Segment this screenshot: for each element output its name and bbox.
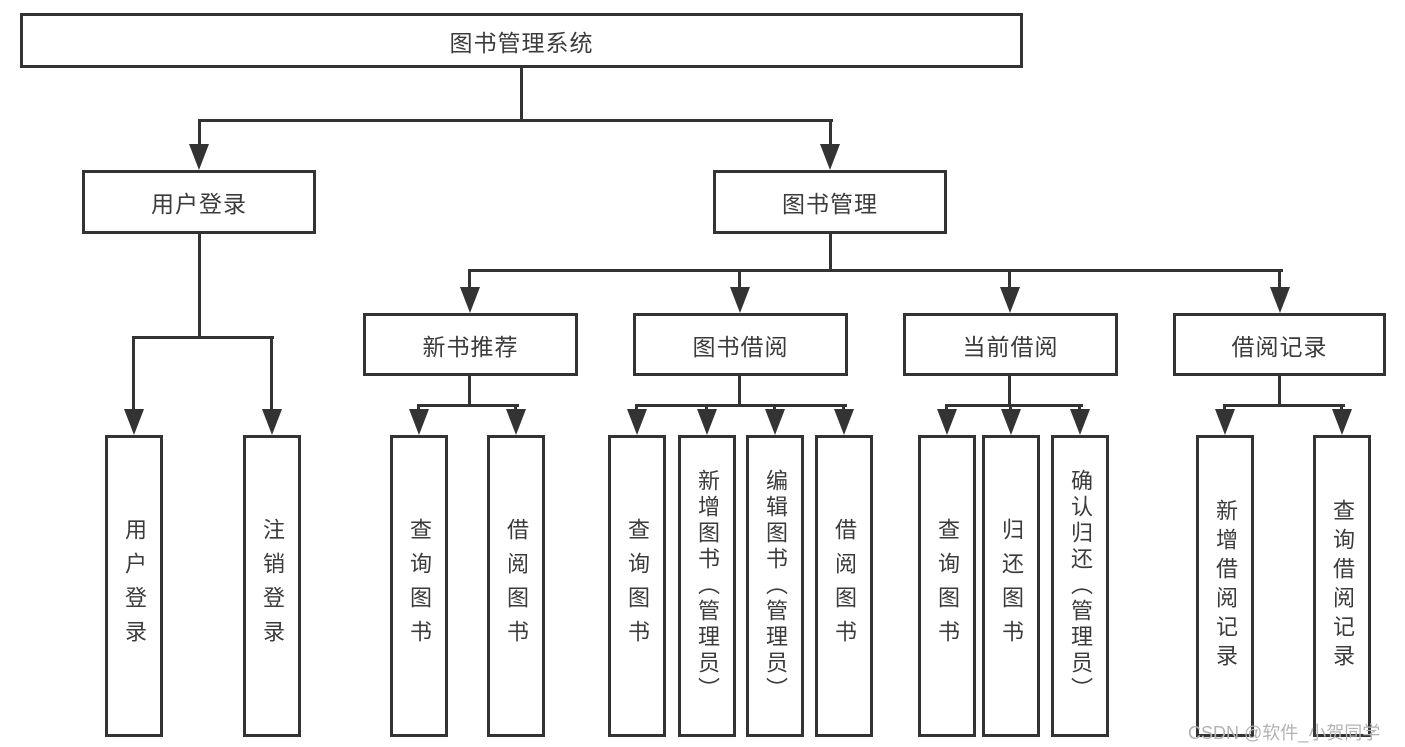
connector-line xyxy=(738,374,741,407)
arrow-down-icon xyxy=(189,144,209,170)
node-borrowing-records: 借阅记录 xyxy=(1173,313,1386,376)
leaf-add-borrow-record: 新增借阅记录 xyxy=(1196,435,1254,737)
connector-line xyxy=(829,119,832,149)
node-book-management-label: 图书管理 xyxy=(782,191,878,217)
leaf-borrow-books-newbook: 借阅图书 xyxy=(487,435,545,737)
arrow-down-icon xyxy=(1270,287,1290,313)
connector-line xyxy=(468,269,471,291)
arrow-down-icon xyxy=(765,409,785,435)
arrow-down-icon xyxy=(460,287,480,313)
connector-line xyxy=(132,336,274,339)
connector-line xyxy=(1223,404,1345,407)
node-current-borrowing: 当前借阅 xyxy=(903,313,1118,376)
node-user-login: 用户登录 xyxy=(82,170,316,234)
arrow-down-icon xyxy=(1070,409,1090,435)
leaf-query-books-borrowing: 查询图书 xyxy=(608,435,666,737)
arrow-down-icon xyxy=(627,409,647,435)
connector-line xyxy=(198,119,833,122)
node-user-login-label: 用户登录 xyxy=(151,191,247,217)
connector-line xyxy=(198,232,201,339)
arrow-down-icon xyxy=(820,144,840,170)
leaf-confirm-return-admin: 确认归还（管理员） xyxy=(1051,435,1109,737)
leaf-add-books-admin: 新增图书（管理员） xyxy=(678,435,736,737)
node-new-book-recommend-label: 新书推荐 xyxy=(422,333,519,360)
arrow-down-icon xyxy=(937,409,957,435)
connector-line xyxy=(198,119,201,149)
connector-line xyxy=(270,336,273,414)
connector-line xyxy=(635,404,847,407)
node-new-book-recommend: 新书推荐 xyxy=(363,313,578,376)
node-book-borrowing: 图书借阅 xyxy=(633,313,848,376)
node-root: 图书管理系统 xyxy=(20,13,1023,68)
node-book-management: 图书管理 xyxy=(713,170,947,234)
arrow-down-icon xyxy=(409,409,429,435)
connector-line xyxy=(1278,374,1281,407)
arrow-down-icon xyxy=(1000,287,1020,313)
arrow-down-icon xyxy=(124,409,144,435)
connector-line xyxy=(1278,269,1281,291)
arrow-down-icon xyxy=(1215,409,1235,435)
leaf-query-books-newbook: 查询图书 xyxy=(390,435,448,737)
leaf-query-borrow-record: 查询借阅记录 xyxy=(1313,435,1371,737)
arrow-down-icon xyxy=(730,287,750,313)
leaf-return-books: 归还图书 xyxy=(982,435,1040,737)
leaf-query-books-current: 查询图书 xyxy=(918,435,976,737)
arrow-down-icon xyxy=(834,409,854,435)
connector-line xyxy=(738,269,741,291)
leaf-borrow-books-borrowing: 借阅图书 xyxy=(815,435,873,737)
connector-line xyxy=(520,66,523,121)
arrow-down-icon xyxy=(1332,409,1352,435)
arrow-down-icon xyxy=(506,409,526,435)
node-book-borrowing-label: 图书借阅 xyxy=(692,333,789,360)
connector-line xyxy=(132,336,135,414)
arrow-down-icon xyxy=(697,409,717,435)
node-borrowing-records-label: 借阅记录 xyxy=(1231,333,1328,360)
connector-line xyxy=(1008,269,1011,291)
connector-line xyxy=(468,269,1283,272)
connector-line xyxy=(945,404,1083,407)
leaf-edit-books-admin: 编辑图书（管理员） xyxy=(746,435,804,737)
connector-line xyxy=(417,404,519,407)
arrow-down-icon xyxy=(1001,409,1021,435)
arrow-down-icon xyxy=(262,409,282,435)
connector-line xyxy=(468,374,471,407)
leaf-user-login: 用户登录 xyxy=(105,435,163,737)
leaf-logout: 注销登录 xyxy=(243,435,301,737)
watermark: CSDN @软件_小贺同学 xyxy=(1188,723,1381,743)
connector-line xyxy=(829,232,832,272)
connector-line xyxy=(1008,374,1011,407)
node-current-borrowing-label: 当前借阅 xyxy=(962,333,1059,360)
node-root-label: 图书管理系统 xyxy=(449,29,594,56)
